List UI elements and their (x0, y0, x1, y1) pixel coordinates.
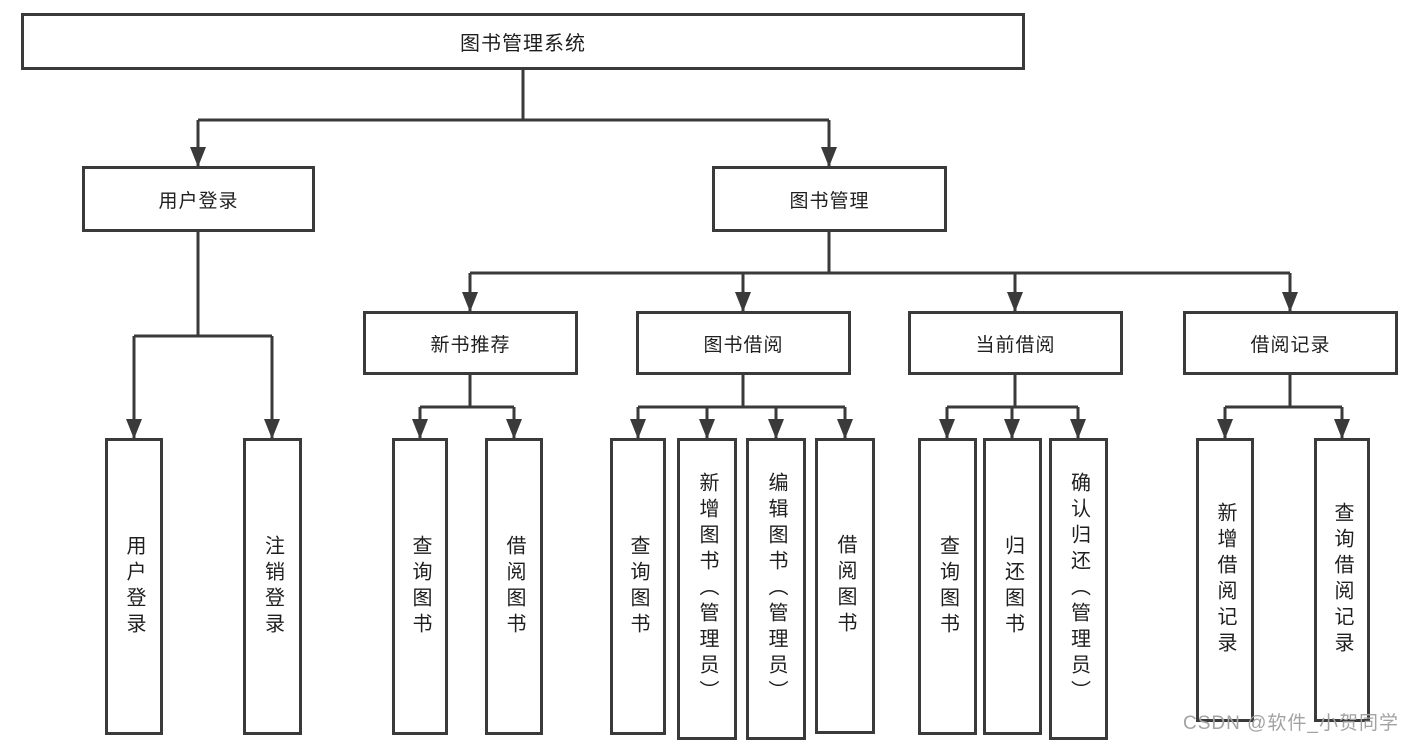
leaf-borrow-query-books: 查询图书 (610, 438, 666, 735)
leaf-current-confirm-return-admin: 确认归还（管理员） (1049, 438, 1108, 740)
leaf-current-return-books: 归还图书 (983, 438, 1042, 735)
leaf-logout: 注销登录 (243, 438, 302, 735)
node-library-management-system: 图书管理系统 (21, 13, 1025, 70)
node-book-borrow: 图书借阅 (636, 311, 851, 375)
leaf-borrow-add-books-admin: 新增图书（管理员） (677, 438, 737, 740)
leaf-borrow-borrow-books: 借阅图书 (815, 438, 875, 734)
leaf-user-login: 用户登录 (105, 438, 163, 735)
node-book-management: 图书管理 (712, 166, 947, 232)
leaf-recommend-borrow-books: 借阅图书 (485, 438, 543, 735)
leaf-recommend-query-books: 查询图书 (392, 438, 448, 735)
watermark: CSDN @软件_小贺同学 (1183, 713, 1399, 734)
node-new-book-recommend: 新书推荐 (363, 311, 578, 375)
node-user-login: 用户登录 (82, 166, 315, 232)
leaf-records-add-record: 新增借阅记录 (1196, 438, 1254, 722)
node-current-borrow: 当前借阅 (908, 311, 1123, 375)
leaf-records-query-record: 查询借阅记录 (1314, 438, 1370, 722)
node-borrow-records: 借阅记录 (1183, 311, 1398, 375)
leaf-current-query-books: 查询图书 (918, 438, 977, 735)
leaf-borrow-edit-books-admin: 编辑图书（管理员） (746, 438, 806, 740)
